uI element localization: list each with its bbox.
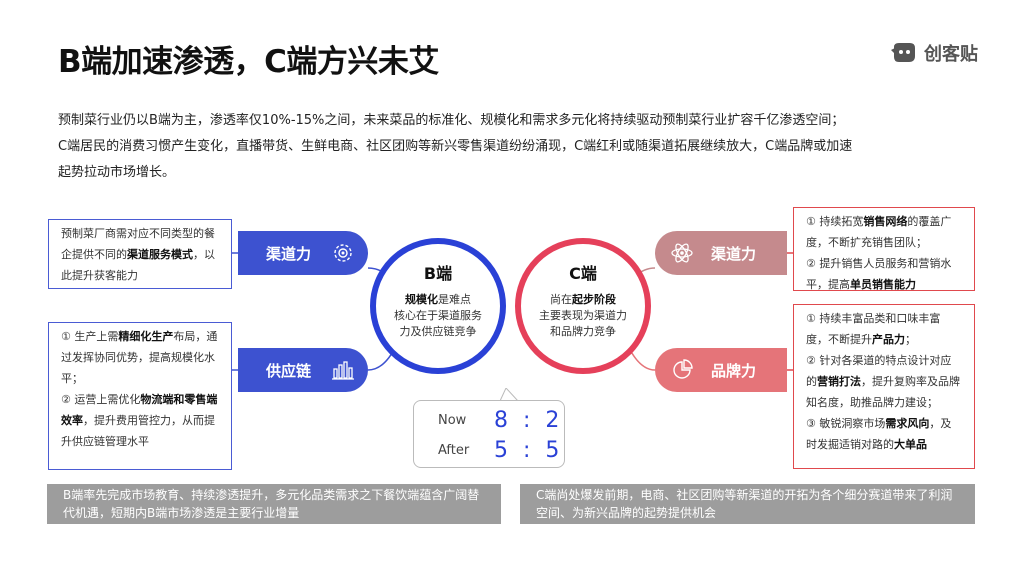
summary-b-end: B端率先完成市场教育、持续渗透提升，多元化品类需求之下餐饮端蕴含广阔替代机遇，短… <box>47 484 501 524</box>
ratio-after-value: 5 : 5 <box>494 437 564 463</box>
ratio-after-label: After <box>438 442 470 458</box>
ratio-now-label: Now <box>438 412 467 428</box>
circle-b-title: B端 <box>423 264 453 283</box>
note-item: ② 运营上需优化物流端和零售端效率，提升费用管控力，从而提升供应链管理水平 <box>61 393 218 448</box>
note-item: ① 持续拓宽销售网络的覆盖广度，不断扩充销售团队； <box>806 215 952 249</box>
pill-b-channel: 渠道力 <box>238 231 368 275</box>
ratio-now-row: Now 8 : 2 <box>414 405 564 435</box>
intro-paragraph: 预制菜行业仍以B端为主，渗透率仅10%-15%之间，未来菜品的标准化、规模化和需… <box>58 108 978 186</box>
logo-text: 创客贴 <box>924 44 978 65</box>
chuangketie-logo-icon <box>891 43 915 62</box>
note-b-channel: 预制菜厂商需对应不同类型的餐企提供不同的渠道服务模式，以此提升获客能力 <box>48 219 232 289</box>
ratio-after-row: After 5 : 5 <box>414 435 564 465</box>
circle-c-end: C端 尚在起步阶段 主要表现为渠道力 和品牌力竞争 <box>515 238 651 374</box>
circle-b-body: 规模化是难点 核心在于渠道服务 力及供应链竞争 <box>394 293 482 338</box>
bar-chart-icon <box>330 357 356 383</box>
summary-c-end: C端尚处爆发前期，电商、社区团购等新渠道的开拓为各个细分赛道带来了利润空间、为新… <box>520 484 975 524</box>
note-c-brand: ① 持续丰富品类和口味丰富度，不断提升产品力； ② 针对各渠道的特点设计对应的营… <box>793 304 975 469</box>
circle-c-title: C端 <box>569 264 597 283</box>
intro-line-1: 预制菜行业仍以B端为主，渗透率仅10%-15%之间，未来菜品的标准化、规模化和需… <box>58 113 845 128</box>
brand-logo: 创客贴 <box>890 40 978 66</box>
note-item: ② 提升销售人员服务和营销水平，提高单员销售能力 <box>806 257 952 291</box>
note-item: ① 持续丰富品类和口味丰富度，不断提升产品力； <box>806 312 941 346</box>
note-b-supply-chain: ① 生产上需精细化生产布局，通过发挥协同优势，提高规模化水平； ② 运营上需优化… <box>48 322 232 470</box>
page-title: B端加速渗透，C端方兴未艾 <box>58 44 439 80</box>
ratio-now-value: 8 : 2 <box>494 407 564 433</box>
callout-pointer <box>500 388 519 402</box>
pill-c-brand: 品牌力 <box>655 348 787 392</box>
pie-chart-icon <box>669 357 695 383</box>
pill-c-channel: 渠道力 <box>655 231 787 275</box>
atom-icon <box>669 240 695 266</box>
intro-line-3: 起势拉动市场增长。 <box>58 165 176 180</box>
ratio-callout: Now 8 : 2 After 5 : 5 <box>413 400 565 468</box>
circle-c-body: 尚在起步阶段 主要表现为渠道力 和品牌力竞争 <box>539 293 627 338</box>
note-item: ① 生产上需精细化生产布局，通过发挥协同优势，提高规模化水平； <box>61 330 218 385</box>
intro-line-2: C端居民的消费习惯产生变化，直播带货、生鲜电商、社区团购等新兴零售渠道纷纷涌现，… <box>58 139 853 154</box>
note-c-channel: ① 持续拓宽销售网络的覆盖广度，不断扩充销售团队； ② 提升销售人员服务和营销水… <box>793 207 975 291</box>
note-item: ② 针对各渠道的特点设计对应的营销打法，提升复购率及品牌知名度，助推品牌力建设； <box>806 354 960 409</box>
target-icon <box>330 240 356 266</box>
pill-b-supply-chain: 供应链 <box>238 348 368 392</box>
note-item: ③ 敏锐洞察市场需求风向，及时发掘适销对路的大单品 <box>806 417 952 451</box>
circle-b-end: B端 规模化是难点 核心在于渠道服务 力及供应链竞争 <box>370 238 506 374</box>
